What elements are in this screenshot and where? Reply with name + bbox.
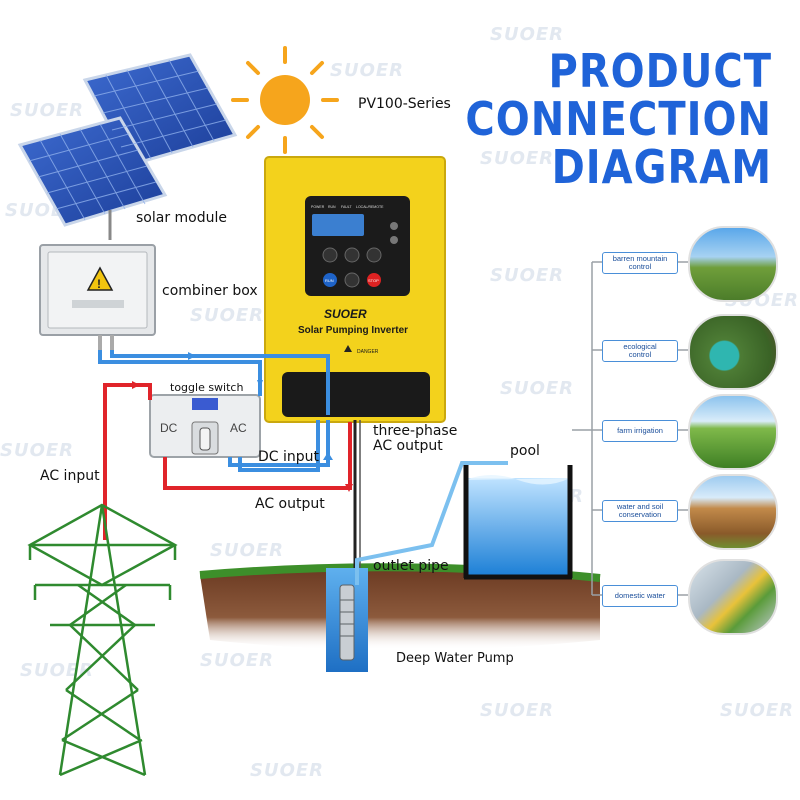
ac-input-label: AC input	[40, 468, 100, 484]
watermark: SUOER	[210, 540, 285, 561]
application-bracket	[572, 261, 688, 596]
deep-water-pump-label: Deep Water Pump	[396, 651, 514, 666]
page-title: PRODUCT CONNECTION DIAGRAM	[465, 45, 772, 196]
ecological-control-photo	[688, 314, 778, 390]
barren-mountain-photo	[688, 226, 778, 302]
outlet-pipe-label: outlet pipe	[373, 558, 449, 574]
run-button-label: RUN	[325, 278, 334, 283]
application-domestic-water: domestic water	[602, 585, 678, 607]
panel-label-local-remote: LOCAL/REMOTE	[356, 205, 384, 209]
watermark: SUOER	[490, 265, 565, 286]
watermark: SUOER	[330, 60, 405, 81]
pool-label: pool	[510, 443, 540, 459]
domestic-water-photo	[688, 559, 778, 635]
pool-tank-icon	[463, 465, 573, 580]
farm-irrigation-photo	[688, 394, 778, 470]
inverter-icon	[264, 156, 446, 423]
watermark: SUOER	[200, 650, 275, 671]
stop-button-label: STOP	[368, 278, 379, 283]
watermark: SUOER	[250, 760, 325, 781]
ac-arrows	[132, 381, 353, 492]
solar-panel-icon	[17, 53, 238, 240]
dc-arrows	[188, 352, 333, 460]
watermark: SUOER	[0, 440, 75, 461]
ac-wire	[103, 383, 352, 540]
watermark: SUOER	[720, 700, 795, 721]
inverter-danger: DANGER	[357, 349, 379, 355]
toggle-switch-label: toggle switch	[170, 381, 244, 394]
watermark: SUOER	[10, 100, 85, 121]
inverter-model: Solar Pumping Inverter	[298, 325, 408, 336]
watermark: SUOER	[190, 305, 265, 326]
watermark: SUOER	[490, 24, 565, 45]
sun-icon	[231, 46, 339, 154]
inverter-brand: SUOER	[324, 307, 367, 321]
combiner-box-icon: !	[39, 244, 156, 350]
panel-label-power: POWER	[311, 205, 325, 209]
dc-wire	[98, 350, 330, 472]
solar-module-label: solar module	[136, 210, 227, 226]
dc-input-label: DC input	[258, 449, 320, 465]
three-phase-label: three-phase AC output	[373, 423, 458, 455]
transmission-tower-icon	[27, 503, 178, 777]
watermark: SUOER	[480, 148, 555, 169]
watermark: SUOER	[500, 378, 575, 399]
toggle-switch-icon	[149, 394, 261, 458]
ac-label: AC	[230, 421, 247, 435]
outlet-pipe	[355, 461, 508, 585]
ac-output-label: AC output	[255, 496, 325, 512]
title-line-3: DIAGRAM	[551, 141, 772, 195]
ground-soil	[200, 568, 600, 650]
panel-label-fault: FAULT	[341, 205, 352, 209]
svg-text:!: !	[97, 277, 101, 291]
application-farm-irrigation: farm irrigation	[602, 420, 678, 442]
watermark: SUOER	[480, 700, 555, 721]
title-line-1: PRODUCT	[548, 45, 772, 99]
water-soil-conservation-photo	[688, 474, 778, 550]
title-line-2: CONNECTION	[465, 93, 772, 147]
pump-icon	[339, 584, 355, 661]
dc-label: DC	[160, 421, 178, 435]
three-phase-line-1: three-phase	[373, 423, 458, 439]
three-phase-line-2: AC output	[373, 438, 443, 455]
panel-label-run: RUN	[328, 205, 336, 209]
combiner-box-label: combiner box	[162, 283, 258, 299]
series-label: PV100-Series	[358, 96, 451, 112]
